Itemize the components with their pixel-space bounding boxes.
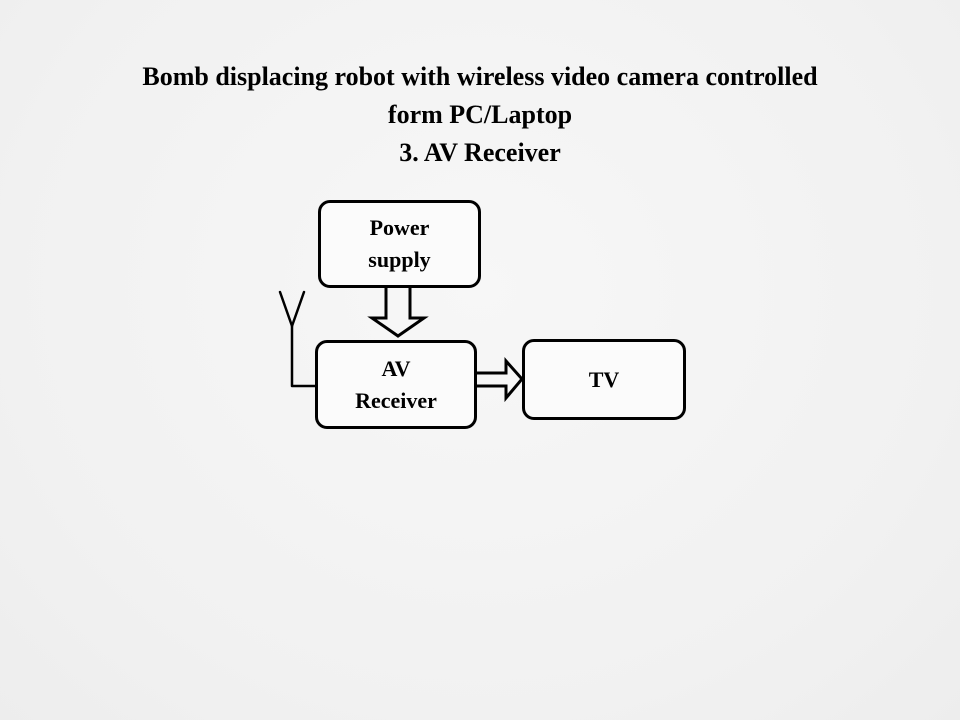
av-receiver-block: AV Receiver	[315, 340, 477, 429]
power-supply-label-line1: Power	[369, 215, 430, 240]
av-receiver-label-line1: AV	[381, 355, 411, 381]
title-line-1: Bomb displacing robot with wireless vide…	[142, 62, 818, 91]
power-supply-block: Power supply	[318, 200, 481, 288]
tv-block: TV	[522, 339, 686, 420]
title-line-2: form PC/Laptop	[387, 100, 573, 129]
arrow-av-to-tv	[477, 357, 524, 403]
diagram-title: Bomb displacing robot with wireless vide…	[40, 58, 920, 172]
title-line-3: 3. AV Receiver	[399, 138, 561, 167]
av-receiver-label-line2: Receiver	[355, 387, 437, 413]
power-supply-label-line2: supply	[368, 247, 431, 272]
antenna-icon	[278, 290, 317, 388]
arrow-power-to-av	[367, 288, 429, 338]
tv-label: TV	[588, 366, 620, 392]
